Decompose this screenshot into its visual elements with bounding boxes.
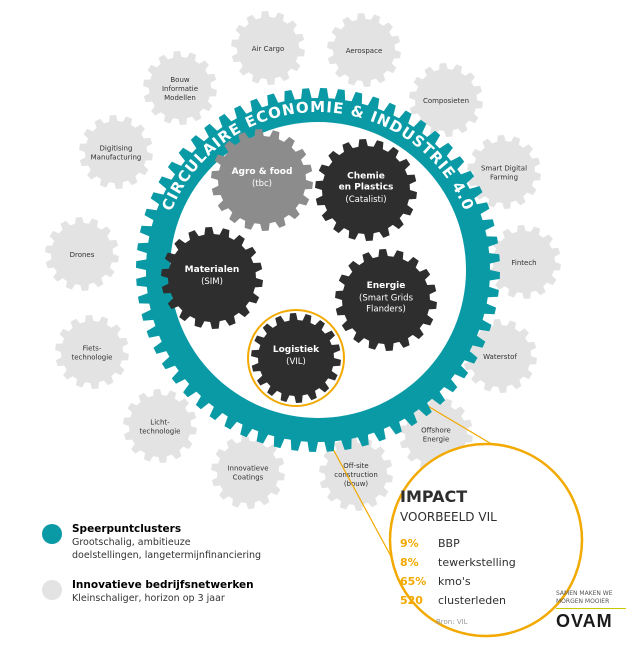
impact-value: 9%: [400, 537, 419, 550]
speerpunt-gear: Materialen (SIM): [161, 227, 263, 329]
network-gear: Waterstof: [463, 319, 537, 393]
logo-divider: [556, 608, 626, 609]
speerpunt-sub: (tbc): [252, 179, 272, 189]
impact-value: 65%: [400, 575, 426, 588]
legend-teal-dot: [42, 524, 62, 544]
speerpunt-sub: (SIM): [201, 277, 223, 287]
network-gear: Composieten: [409, 63, 483, 137]
impact-circle: [388, 442, 584, 638]
network-gear: Air Cargo: [231, 11, 305, 85]
impact-title: IMPACT: [400, 487, 467, 506]
network-gear: Aerospace: [327, 13, 401, 87]
impact-subtitle: VOORBEELD VIL: [400, 510, 497, 524]
speerpunt-sub: (Catalisti): [345, 195, 386, 205]
highlight-ring: [247, 309, 345, 407]
network-gear-label: Composieten: [423, 97, 469, 105]
impact-label: kmo's: [438, 575, 471, 588]
network-gear-label: Fiets-technologie: [72, 345, 113, 362]
impact-label: tewerkstelling: [438, 556, 516, 569]
logo-text: OVAM: [556, 611, 613, 631]
impact-label: BBP: [438, 537, 460, 550]
network-gear-label: Waterstof: [483, 353, 517, 361]
impact-value: 8%: [400, 556, 419, 569]
legend-title: Speerpuntclusters: [72, 523, 182, 535]
legend-title: Innovatieve bedrijfsnetwerken: [72, 579, 254, 591]
impact-label: clusterleden: [438, 594, 506, 607]
network-gear-label: Air Cargo: [252, 45, 285, 53]
network-gear-label: Drones: [70, 251, 95, 259]
impact-source: Bron: VIL: [436, 618, 468, 626]
network-gear-label: Fintech: [511, 259, 536, 267]
network-gear: Drones: [45, 217, 119, 291]
legend-desc: Kleinschaliger, horizon op 3 jaar: [72, 593, 225, 604]
network-gear: Fintech: [487, 225, 561, 299]
speerpunt-sub: (VIL): [286, 357, 306, 367]
speerpunt-title: Energie: [367, 281, 406, 291]
slogan: SAMEN MAKEN WE MORGEN MOOIER: [556, 590, 613, 605]
network-gear-label: Aerospace: [346, 47, 383, 55]
speerpunt-title: Agro & food: [232, 167, 293, 177]
legend-desc: Grootschalig, ambitieuze doelstellingen,…: [72, 537, 262, 561]
ovam-logo: SAMEN MAKEN WE MORGEN MOOIER OVAM: [546, 590, 626, 632]
speerpunt-title: Materialen: [185, 265, 240, 275]
speerpunt-title: Logistiek: [273, 345, 320, 355]
speerpunt-gear: Agro & food (tbc): [211, 129, 313, 231]
network-gear: Licht-technologie: [123, 389, 197, 463]
speerpunt-gear: Logistiek (VIL): [247, 309, 345, 407]
network-gear-label: Licht-technologie: [140, 419, 181, 436]
impact-value: 520: [400, 594, 423, 607]
network-gear: Fiets-technologie: [55, 315, 129, 389]
legend-grey-dot: [42, 580, 62, 600]
